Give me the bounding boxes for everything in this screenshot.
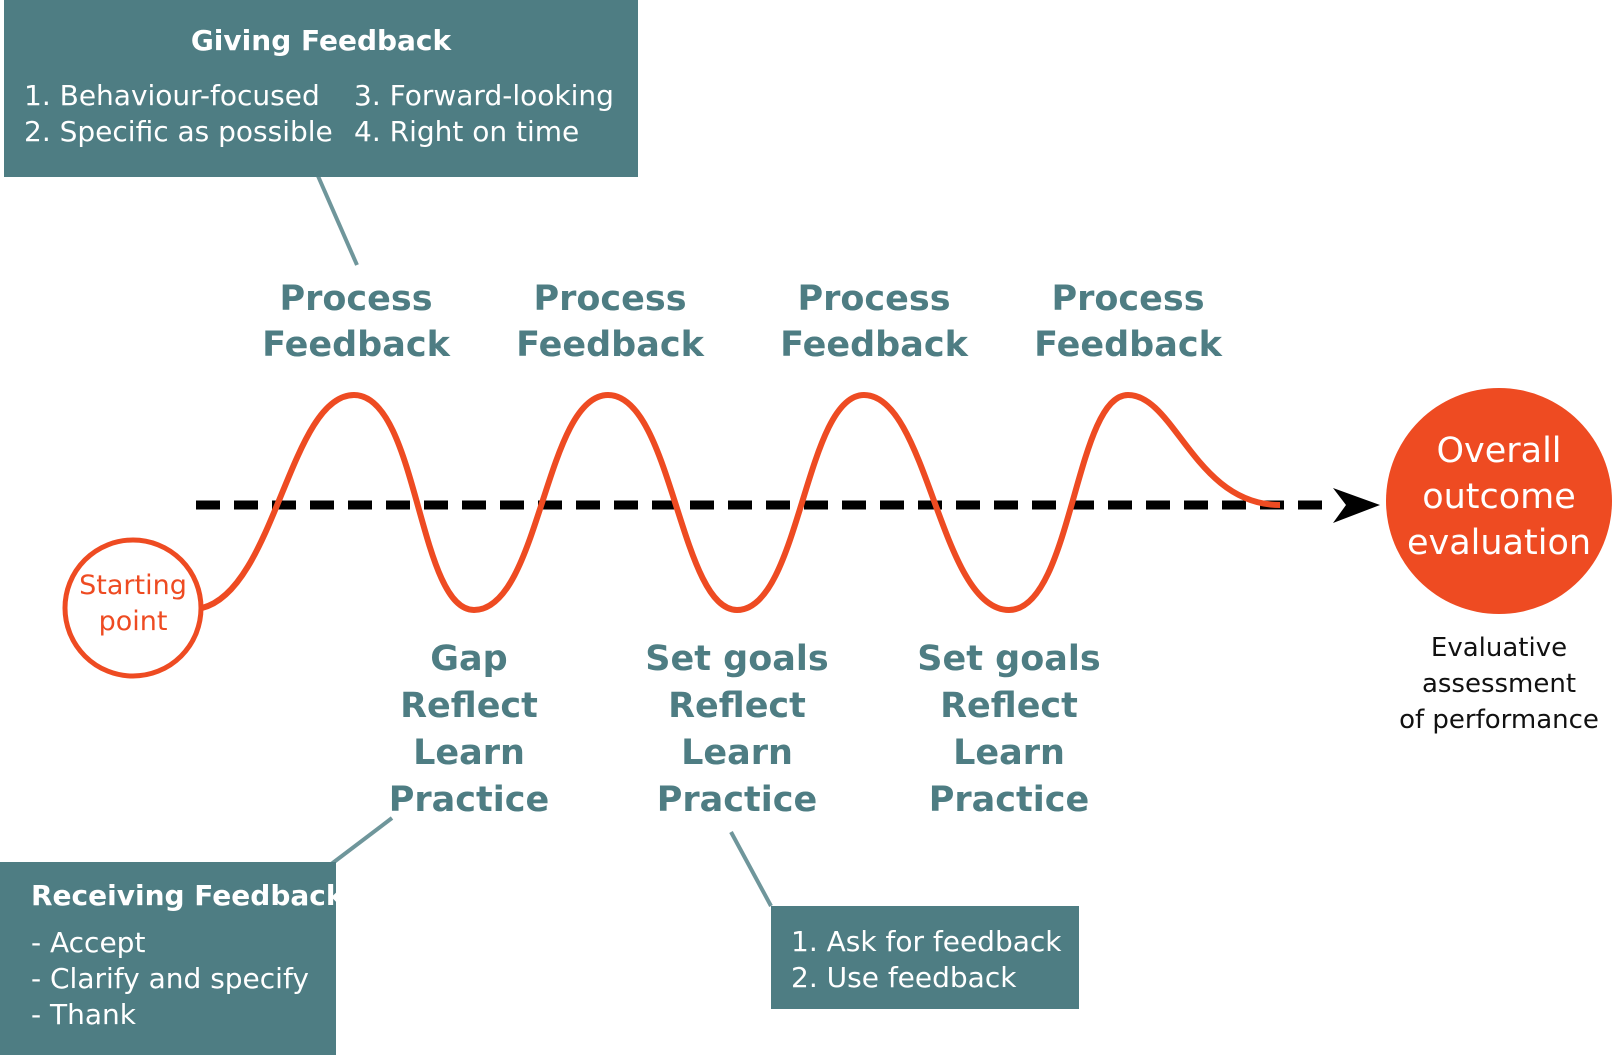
ask-feedback-item: 2. Use feedback — [791, 961, 1017, 994]
starting-point-label: Starting point — [68, 568, 198, 640]
receiving-feedback-item: - Thank — [31, 998, 136, 1031]
peak-label-line: Feedback — [780, 325, 968, 365]
trough-label-line: Practice — [928, 780, 1090, 820]
trough-label-line: Set goals — [917, 639, 1101, 679]
ask-feedback-item: 1. Ask for feedback — [791, 925, 1062, 958]
trough-label-line: Reflect — [400, 686, 538, 726]
giving-feedback-item: 3. Forward-looking — [354, 79, 614, 112]
trough-label: Set goals Reflect Learn Practice — [899, 636, 1119, 824]
peak-label-line: Feedback — [262, 325, 450, 365]
receiving-feedback-title: Receiving Feedback — [31, 879, 345, 912]
giving-feedback-column-1: 1. Behaviour-focused 2. Specific as poss… — [24, 78, 354, 150]
trough-label-line: Reflect — [940, 686, 1078, 726]
peak-label: Process Feedback — [774, 276, 974, 368]
receiving-feedback-item: - Clarify and specify — [31, 962, 309, 995]
outcome-description-line: Evaluative — [1430, 633, 1568, 663]
trough-label: Set goals Reflect Learn Practice — [627, 636, 847, 824]
giving-feedback-title: Giving Feedback — [190, 24, 452, 57]
ask-connector-line — [729, 831, 773, 907]
trough-label-line: Learn — [681, 733, 793, 773]
receiving-feedback-box: Receiving Feedback - Accept - Clarify an… — [0, 862, 345, 1055]
outcome-line: Overall — [1436, 431, 1562, 471]
peak-label-line: Process — [1051, 279, 1205, 319]
peak-label-line: Feedback — [516, 325, 704, 365]
feedback-wave — [201, 391, 1281, 614]
trough-label-line: Practice — [656, 780, 818, 820]
peak-label: Process Feedback — [256, 276, 456, 368]
giving-feedback-item: 4. Right on time — [354, 115, 580, 148]
outcome-description-line: of performance — [1399, 705, 1599, 735]
starting-point-circle — [62, 537, 204, 679]
trough-label-line: Learn — [413, 733, 525, 773]
trough-label-line: Set goals — [645, 639, 829, 679]
trough-label-line: Reflect — [668, 686, 806, 726]
trough-label-line: Practice — [388, 780, 550, 820]
peak-label-line: Process — [797, 279, 951, 319]
giving-feedback-item: 2. Specific as possible — [24, 115, 333, 148]
starting-point-line: Starting — [79, 570, 187, 601]
peak-label: Process Feedback — [1028, 276, 1228, 368]
giving-connector-line — [316, 175, 359, 266]
receiving-connector-line — [328, 816, 394, 867]
outcome-circle — [1386, 388, 1612, 614]
outcome-line: outcome — [1422, 477, 1576, 517]
ask-feedback-box: 1. Ask for feedback 2. Use feedback — [771, 906, 1079, 1009]
outcome-description: Evaluative assessment of performance — [1389, 630, 1609, 738]
outcome-description-line: assessment — [1421, 669, 1577, 699]
giving-feedback-column-2: 3. Forward-looking 4. Right on time — [354, 78, 614, 150]
peak-label-line: Process — [279, 279, 433, 319]
outcome-line: evaluation — [1406, 523, 1592, 563]
outcome-label: Overall outcome evaluation — [1389, 428, 1609, 566]
progress-arrowhead — [1333, 488, 1380, 523]
giving-feedback-item: 1. Behaviour-focused — [24, 79, 320, 112]
peak-label-line: Feedback — [1034, 325, 1222, 365]
giving-feedback-box: Giving Feedback 1. Behaviour-focused 2. … — [4, 0, 638, 177]
trough-label-line: Gap — [430, 639, 508, 679]
trough-label-line: Learn — [953, 733, 1065, 773]
receiving-feedback-item: - Accept — [31, 926, 146, 959]
peak-label-line: Process — [533, 279, 687, 319]
peak-label: Process Feedback — [510, 276, 710, 368]
trough-label: Gap Reflect Learn Practice — [369, 636, 569, 824]
starting-point-line: point — [98, 606, 168, 637]
